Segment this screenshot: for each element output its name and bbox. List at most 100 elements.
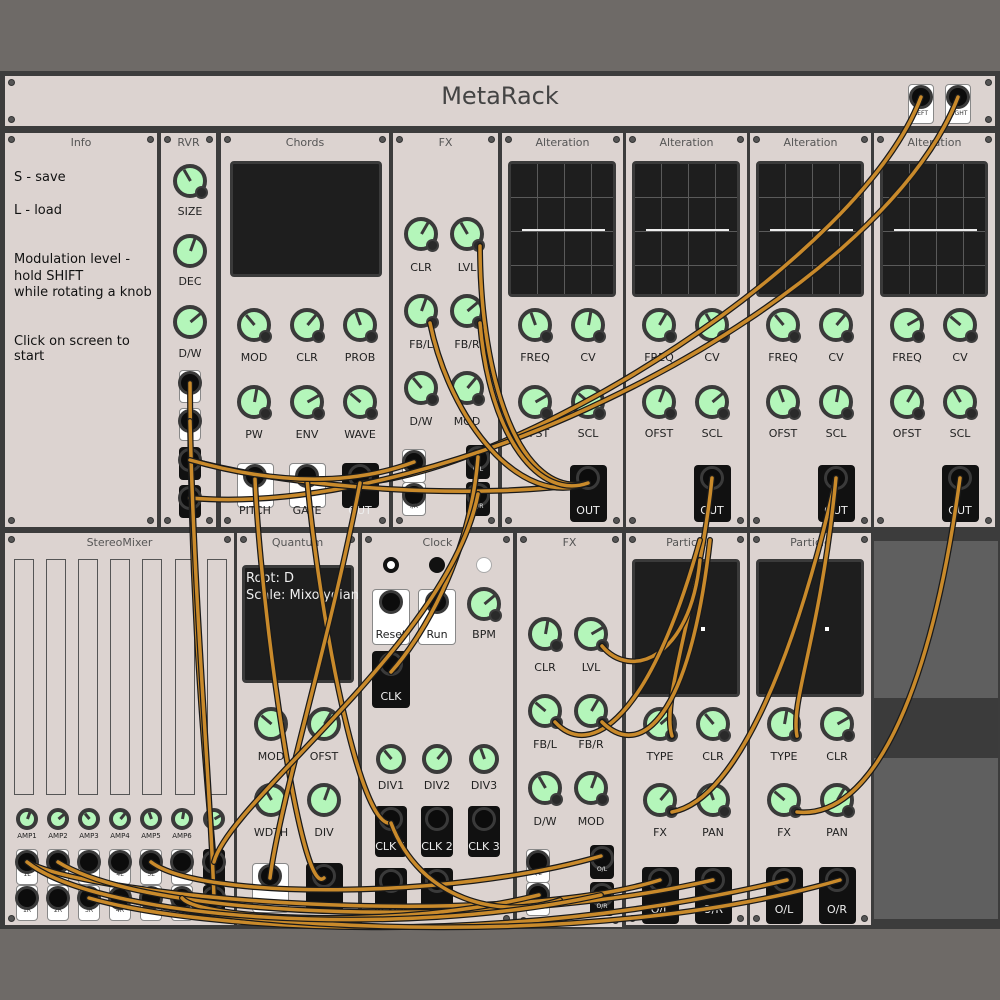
jack-socket[interactable]	[178, 409, 202, 433]
jack-socket[interactable]	[379, 807, 403, 831]
jack-socket[interactable]	[312, 864, 336, 888]
jack-socket[interactable]	[178, 486, 202, 510]
mod-jack[interactable]	[665, 805, 678, 818]
particle-screen[interactable]	[756, 559, 864, 697]
jack-socket[interactable]	[202, 886, 226, 910]
mod-jack[interactable]	[259, 330, 272, 343]
mod-jack[interactable]	[665, 729, 678, 742]
jack-socket[interactable]	[772, 868, 796, 892]
mod-jack[interactable]	[550, 639, 563, 652]
mod-jack[interactable]	[664, 407, 677, 420]
mod-jack[interactable]	[842, 805, 855, 818]
knob[interactable]	[173, 305, 207, 339]
mod-jack[interactable]	[718, 805, 731, 818]
jack-socket[interactable]	[700, 466, 724, 490]
knob[interactable]	[469, 744, 499, 774]
alteration-scope[interactable]	[756, 161, 864, 297]
knob[interactable]	[254, 783, 288, 817]
mod-jack[interactable]	[540, 330, 553, 343]
mod-jack[interactable]	[489, 609, 502, 622]
knob[interactable]	[254, 707, 288, 741]
mod-jack[interactable]	[788, 407, 801, 420]
knob[interactable]	[376, 744, 406, 774]
mod-jack[interactable]	[718, 729, 731, 742]
mod-jack[interactable]	[593, 330, 606, 343]
mod-jack[interactable]	[596, 639, 609, 652]
mod-jack[interactable]	[664, 330, 677, 343]
knob[interactable]	[307, 783, 341, 817]
jack-socket[interactable]	[202, 850, 226, 874]
mod-jack[interactable]	[596, 716, 609, 729]
mod-jack[interactable]	[195, 186, 208, 199]
mod-jack[interactable]	[472, 393, 485, 406]
jack-socket[interactable]	[946, 85, 970, 109]
knob[interactable]	[78, 808, 100, 830]
knob[interactable]	[109, 808, 131, 830]
mod-jack[interactable]	[426, 393, 439, 406]
jack-socket[interactable]	[348, 464, 372, 488]
jack-socket[interactable]	[648, 868, 672, 892]
mod-jack[interactable]	[593, 407, 606, 420]
volume-fader[interactable]	[78, 559, 98, 795]
mod-jack[interactable]	[842, 729, 855, 742]
jack-socket[interactable]	[178, 448, 202, 472]
volume-fader[interactable]	[142, 559, 162, 795]
volume-fader[interactable]	[207, 559, 227, 795]
knob[interactable]	[307, 707, 341, 741]
mod-jack[interactable]	[789, 805, 802, 818]
jack-socket[interactable]	[379, 869, 403, 893]
jack-socket[interactable]	[576, 466, 600, 490]
jack-socket[interactable]	[825, 868, 849, 892]
mod-jack[interactable]	[965, 330, 978, 343]
volume-fader[interactable]	[175, 559, 195, 795]
knob[interactable]	[173, 234, 207, 268]
particle-screen[interactable]	[632, 559, 740, 697]
mod-jack[interactable]	[788, 330, 801, 343]
mod-jack[interactable]	[912, 407, 925, 420]
mod-jack[interactable]	[365, 330, 378, 343]
chords-screen[interactable]	[230, 161, 382, 277]
jack-socket[interactable]	[178, 371, 202, 395]
mod-jack[interactable]	[550, 793, 563, 806]
mod-jack[interactable]	[426, 239, 439, 252]
mod-jack[interactable]	[426, 316, 439, 329]
knob[interactable]	[528, 771, 562, 805]
mod-jack[interactable]	[717, 407, 730, 420]
mod-jack[interactable]	[550, 716, 563, 729]
jack-socket[interactable]	[472, 807, 496, 831]
mod-jack[interactable]	[965, 407, 978, 420]
jack-socket[interactable]	[824, 466, 848, 490]
alteration-scope[interactable]	[880, 161, 988, 297]
mod-jack[interactable]	[312, 330, 325, 343]
knob[interactable]	[16, 808, 38, 830]
jack-socket[interactable]	[379, 590, 403, 614]
jack-socket[interactable]	[258, 864, 282, 888]
jack-socket[interactable]	[425, 807, 449, 831]
knob[interactable]	[140, 808, 162, 830]
jack-socket[interactable]	[243, 464, 267, 488]
knob[interactable]	[171, 808, 193, 830]
volume-fader[interactable]	[46, 559, 66, 795]
jack-socket[interactable]	[379, 652, 403, 676]
knob[interactable]	[47, 808, 69, 830]
mod-jack[interactable]	[789, 729, 802, 742]
volume-fader[interactable]	[110, 559, 130, 795]
mod-jack[interactable]	[841, 407, 854, 420]
mod-jack[interactable]	[312, 407, 325, 420]
mod-jack[interactable]	[472, 239, 485, 252]
alteration-scope[interactable]	[508, 161, 616, 297]
jack-socket[interactable]	[948, 466, 972, 490]
volume-fader[interactable]	[14, 559, 34, 795]
mod-jack[interactable]	[365, 407, 378, 420]
jack-socket[interactable]	[425, 869, 449, 893]
mod-jack[interactable]	[912, 330, 925, 343]
mod-jack[interactable]	[472, 316, 485, 329]
jack-socket[interactable]	[701, 868, 725, 892]
mod-jack[interactable]	[596, 793, 609, 806]
knob[interactable]	[422, 744, 452, 774]
mod-jack[interactable]	[540, 407, 553, 420]
jack-socket[interactable]	[909, 85, 933, 109]
mod-jack[interactable]	[841, 330, 854, 343]
jack-socket[interactable]	[425, 590, 449, 614]
